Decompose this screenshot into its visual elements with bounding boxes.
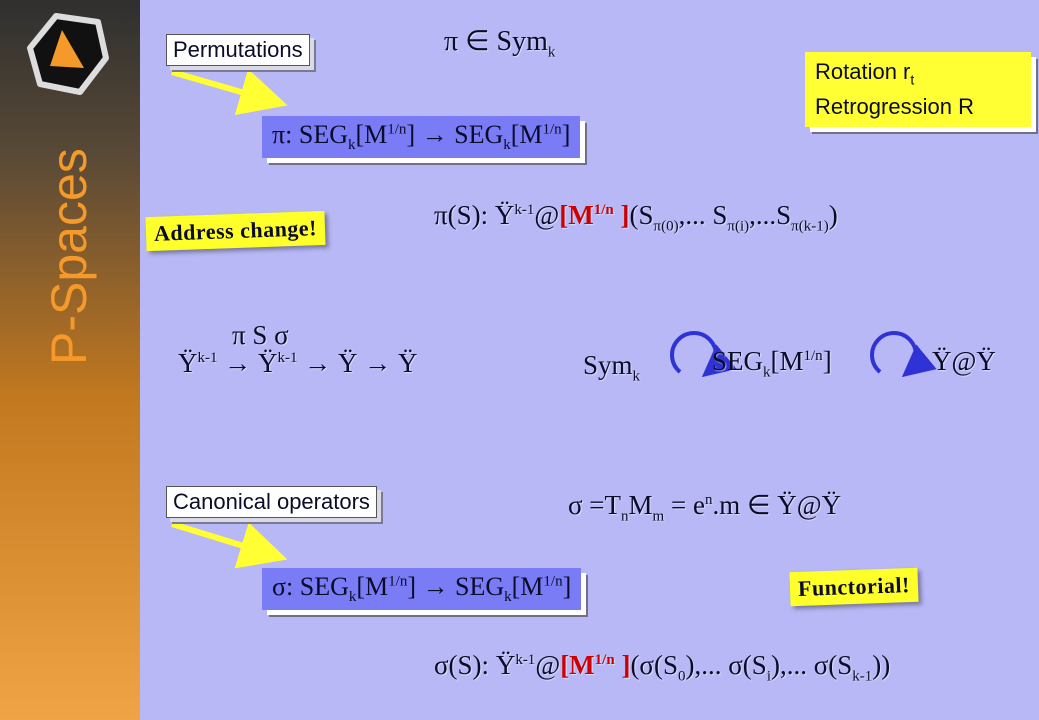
sigma-s-formula: σ(S): Ÿk-1@[M1/n ](σ(S0),... σ(Si),... σ… [434,650,891,685]
pi-map-formula: π: SEGk[M1/n] → SEGk[M1/n] [262,116,581,159]
cycle-arrow-icon [870,331,937,378]
address-change-tag: Address change! [145,210,326,252]
sidebar: P-Spaces [0,0,140,720]
sym-k-label: Symk [583,350,641,385]
chain-operator-labels: π S σ [232,320,289,350]
seg-label: SEGk[M1/n] [712,346,832,381]
logo-icon [27,13,109,95]
cycle-arrow-icon [670,331,737,378]
permutations-pointer-arrow [171,68,288,116]
chain-formula: Ÿk-1 → Ÿk-1 → Ÿ → Ÿ [178,348,418,378]
functorial-tag: Functorial! [789,567,919,607]
rotation-retrogression-box: Rotation rt Retrogression R [805,52,1031,128]
pi-s-formula: π(S): Ÿk-1@[M1/n ](Sπ(0),... Sπ(i),...Sπ… [434,200,838,235]
sigma-map-formula: σ: SEGk[M1/n] → SEGk[M1/n] [262,568,582,611]
canonical-pointer-arrow [171,521,288,569]
pi-in-sym-formula: π ∈ Symk [444,26,556,61]
sigma-definition-formula: σ =TnMm = en.m ∈ Ÿ@Ÿ [568,490,842,525]
y-at-y-label: Ÿ@Ÿ [932,346,996,376]
canonical-operators-label: Canonical operators [166,486,377,518]
permutations-label: Permutations [166,34,310,66]
